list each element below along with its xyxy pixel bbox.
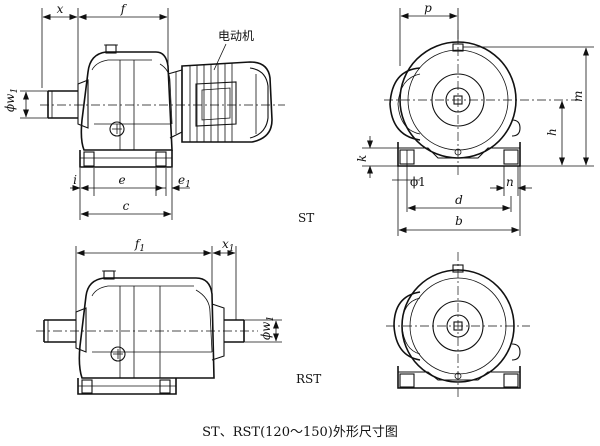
dim-c: c [123,199,130,213]
dim-b: b [455,214,463,228]
view-label-st: ST [298,211,314,225]
output-shaft [47,90,78,119]
st-side-view: x f ϕw1 电动机 i e e1 c [3,2,285,220]
dim-d: d [455,193,463,207]
dim-p: p [424,1,432,15]
rst-end-view [386,252,530,398]
dim-f: f [120,2,128,16]
dim-i: i [73,173,77,187]
dim-k: k [355,155,369,162]
motor-body [181,61,273,143]
dim-x: x [57,2,64,16]
dim-m: m [571,91,585,102]
dim-phi-w1-rst: ϕw1 [259,316,276,340]
dim-h: h [545,128,559,136]
figure-caption: ST、RST(120～150)外形尺寸图 [202,425,398,440]
dim-x1: x1 [222,237,235,254]
gear-housing [80,44,173,151]
dim-e: e [118,173,125,187]
dim-hole: ϕ1 [410,175,426,189]
motor-label: 电动机 [218,29,254,43]
rst-side-view: f1 x1 ϕw1 RST [36,237,321,395]
dim-n: n [506,175,514,189]
view-label-rst: RST [296,372,321,386]
mounting-feet [79,150,173,168]
dim-phi-w1: ϕw1 [3,88,20,112]
dim-e1: e1 [178,173,191,190]
rst-mounting-feet [77,378,177,395]
dim-f1: f1 [134,237,145,254]
rst-gear-housing [78,270,215,379]
end-view-feet [397,142,521,167]
st-end-view: p m h k ϕ1 n d b ST [298,1,594,236]
